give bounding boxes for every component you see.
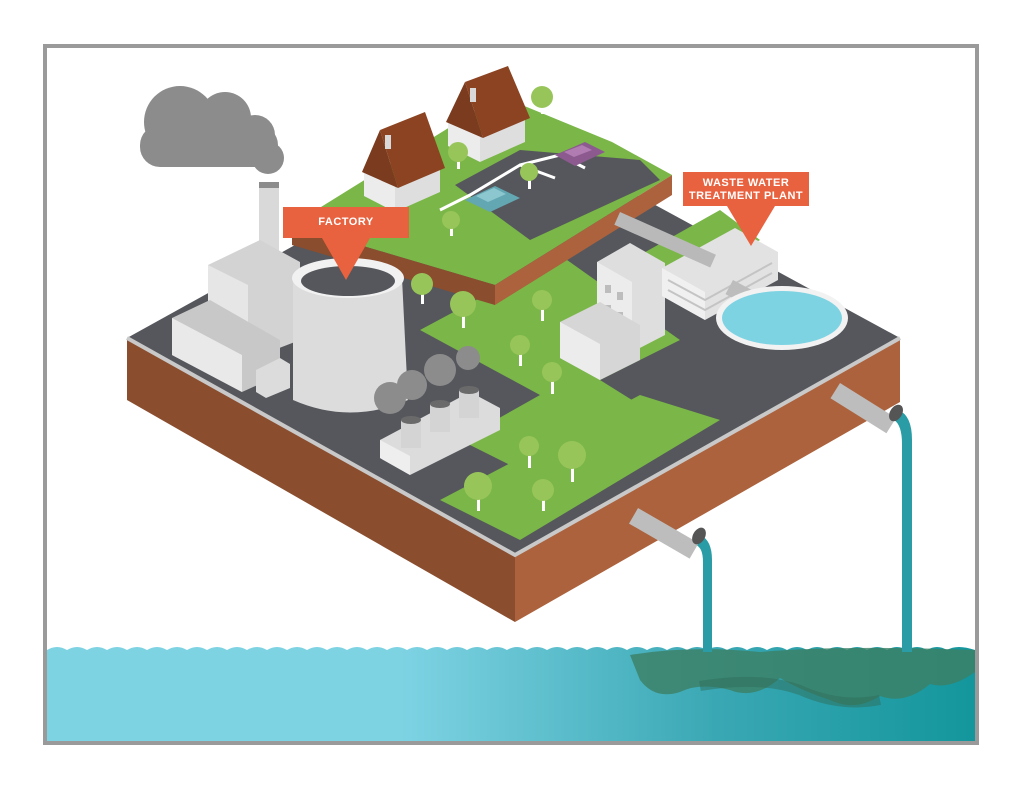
small-stacks: [374, 346, 500, 475]
factory-label: FACTORY: [318, 216, 374, 228]
waste-water-label-line2: TREATMENT PLANT: [688, 190, 804, 202]
smoke-cloud: [140, 86, 284, 174]
outflow-streams: [696, 410, 912, 652]
office-building: [560, 243, 665, 380]
trees: [411, 86, 586, 511]
waste-water-label-line1: WASTE WATER: [702, 177, 790, 189]
car-purple: [555, 142, 605, 166]
drain-pipes: [628, 383, 903, 559]
treatment-plant-callout: [683, 172, 809, 246]
factory-callout: [283, 207, 409, 280]
water-body: [47, 647, 975, 741]
treatment-plant: [614, 211, 848, 350]
house-right: [446, 66, 530, 162]
house-left: [362, 112, 445, 212]
car-teal: [465, 186, 520, 212]
factory: [140, 86, 500, 475]
